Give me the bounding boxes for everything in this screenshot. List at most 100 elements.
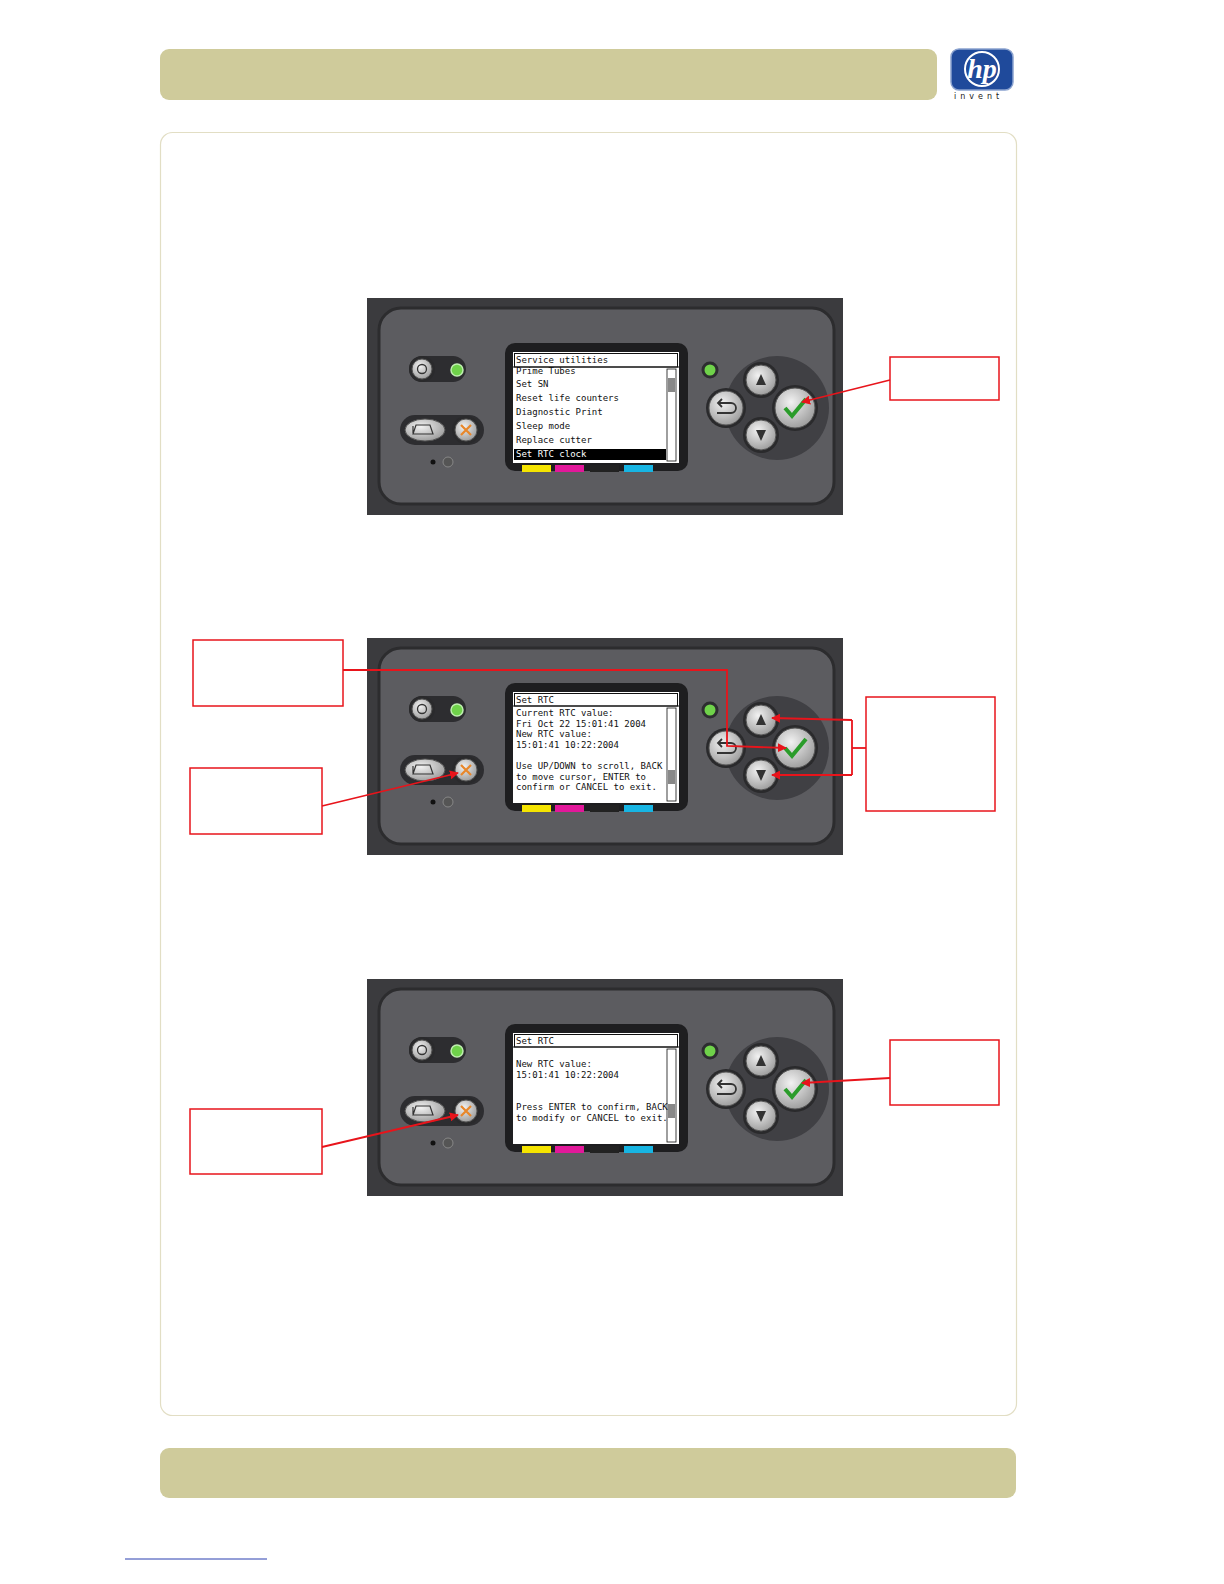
feed-button	[405, 419, 445, 441]
power-icon	[418, 705, 427, 714]
feed-icon	[413, 425, 433, 434]
lcd-title-box	[515, 354, 678, 368]
panel-ground	[367, 979, 843, 1196]
power-button	[412, 699, 432, 719]
ready-led	[703, 363, 717, 377]
control-panel	[367, 298, 843, 515]
header-bar	[160, 49, 937, 100]
leader-line	[852, 747, 866, 749]
hp-logo-ring	[965, 52, 999, 86]
lcd-line: 15:01:41 10:22:2004	[516, 1070, 619, 1081]
callout-box	[866, 697, 995, 811]
status-led	[443, 1138, 453, 1148]
feed-pill	[400, 755, 484, 785]
lcd-line: Current RTC value:	[516, 708, 614, 719]
cancel-icon	[461, 765, 471, 775]
content-frame	[161, 133, 1017, 1416]
power-button-rim	[409, 356, 435, 382]
power-pill	[409, 1037, 466, 1063]
cancel-button	[455, 1100, 477, 1122]
down-button-rim	[743, 417, 779, 453]
up-icon	[756, 1055, 766, 1066]
lcd-scroll-thumb	[668, 770, 675, 784]
callout-box	[193, 640, 343, 706]
cancel-button	[455, 419, 477, 441]
lcd-line: New RTC value:	[516, 729, 592, 740]
panel-ground	[367, 298, 843, 515]
status-dot	[431, 460, 436, 465]
menu-item: Replace cutter	[516, 435, 592, 446]
back-button-rim	[706, 1069, 746, 1109]
power-led	[451, 704, 463, 716]
leader-line	[802, 380, 890, 402]
leader-line	[772, 718, 852, 720]
lcd-instructions: Use UP/DOWN to scroll, BACK to move curs…	[516, 761, 668, 793]
leader-line	[772, 774, 852, 776]
power-button-rim	[409, 696, 435, 722]
lcd-scroll-thumb	[668, 1104, 675, 1118]
screen-bezel	[505, 683, 688, 811]
menu-item: Prime Tubes	[516, 366, 576, 377]
power-pill	[409, 356, 466, 382]
power-pill	[409, 696, 466, 722]
status-dot	[431, 1141, 436, 1146]
cancel-icon	[461, 425, 471, 435]
power-button	[412, 359, 432, 379]
up-icon	[756, 374, 766, 385]
ink-bar	[522, 465, 551, 472]
ink-bar	[590, 1146, 619, 1153]
power-button-rim	[409, 1037, 435, 1063]
status-dot	[431, 800, 436, 805]
leader-line	[851, 720, 853, 775]
menu-item: Set SN	[516, 379, 549, 390]
ok-button	[775, 388, 815, 428]
lcd-line: 15:01:41 10:22:2004	[516, 740, 619, 751]
logo-tagline: invent	[954, 92, 1003, 101]
menu-item: Diagnostic Print	[516, 407, 603, 418]
leader-line	[322, 1115, 458, 1147]
ink-bar	[555, 805, 584, 812]
ok-button	[775, 1069, 815, 1109]
cancel-icon	[461, 1106, 471, 1116]
ink-bar	[522, 805, 551, 812]
feed-pill	[400, 415, 484, 445]
menu-item-selected: Set RTC clock	[514, 449, 666, 460]
up-icon	[756, 714, 766, 725]
panel-face	[379, 989, 834, 1185]
cancel-button-rim	[452, 756, 480, 784]
lcd-scrollbar	[667, 708, 676, 801]
lcd-line: New RTC value:	[516, 1059, 592, 1070]
lcd	[513, 692, 679, 803]
back-button	[709, 391, 743, 425]
down-icon	[756, 430, 766, 441]
ink-bar	[624, 1146, 653, 1153]
ready-led	[703, 703, 717, 717]
ink-bar	[555, 1146, 584, 1153]
cancel-button	[455, 759, 477, 781]
lcd-scroll-thumb	[668, 378, 675, 392]
control-panel	[367, 979, 843, 1196]
down-button	[746, 1101, 776, 1131]
status-led	[443, 457, 453, 467]
footer-link-line	[125, 1559, 267, 1560]
down-icon	[756, 1111, 766, 1122]
lcd-scrollbar	[667, 369, 676, 461]
back-button	[709, 731, 743, 765]
ink-bar	[624, 465, 653, 472]
down-button	[746, 420, 776, 450]
feed-icon	[413, 1106, 433, 1115]
panel-face	[379, 308, 834, 504]
back-icon	[717, 1080, 736, 1094]
down-button	[746, 760, 776, 790]
back-button-rim	[706, 388, 746, 428]
leader-line	[343, 670, 786, 748]
callout-box	[190, 768, 322, 834]
back-icon	[717, 399, 736, 413]
leader-line	[802, 1078, 890, 1083]
hp-logo	[951, 49, 1013, 90]
screen-bezel	[505, 1024, 688, 1152]
lcd	[513, 1033, 679, 1144]
lcd-title: Set RTC	[516, 695, 554, 706]
back-button-rim	[706, 728, 746, 768]
menu-item: Sleep mode	[516, 421, 570, 432]
